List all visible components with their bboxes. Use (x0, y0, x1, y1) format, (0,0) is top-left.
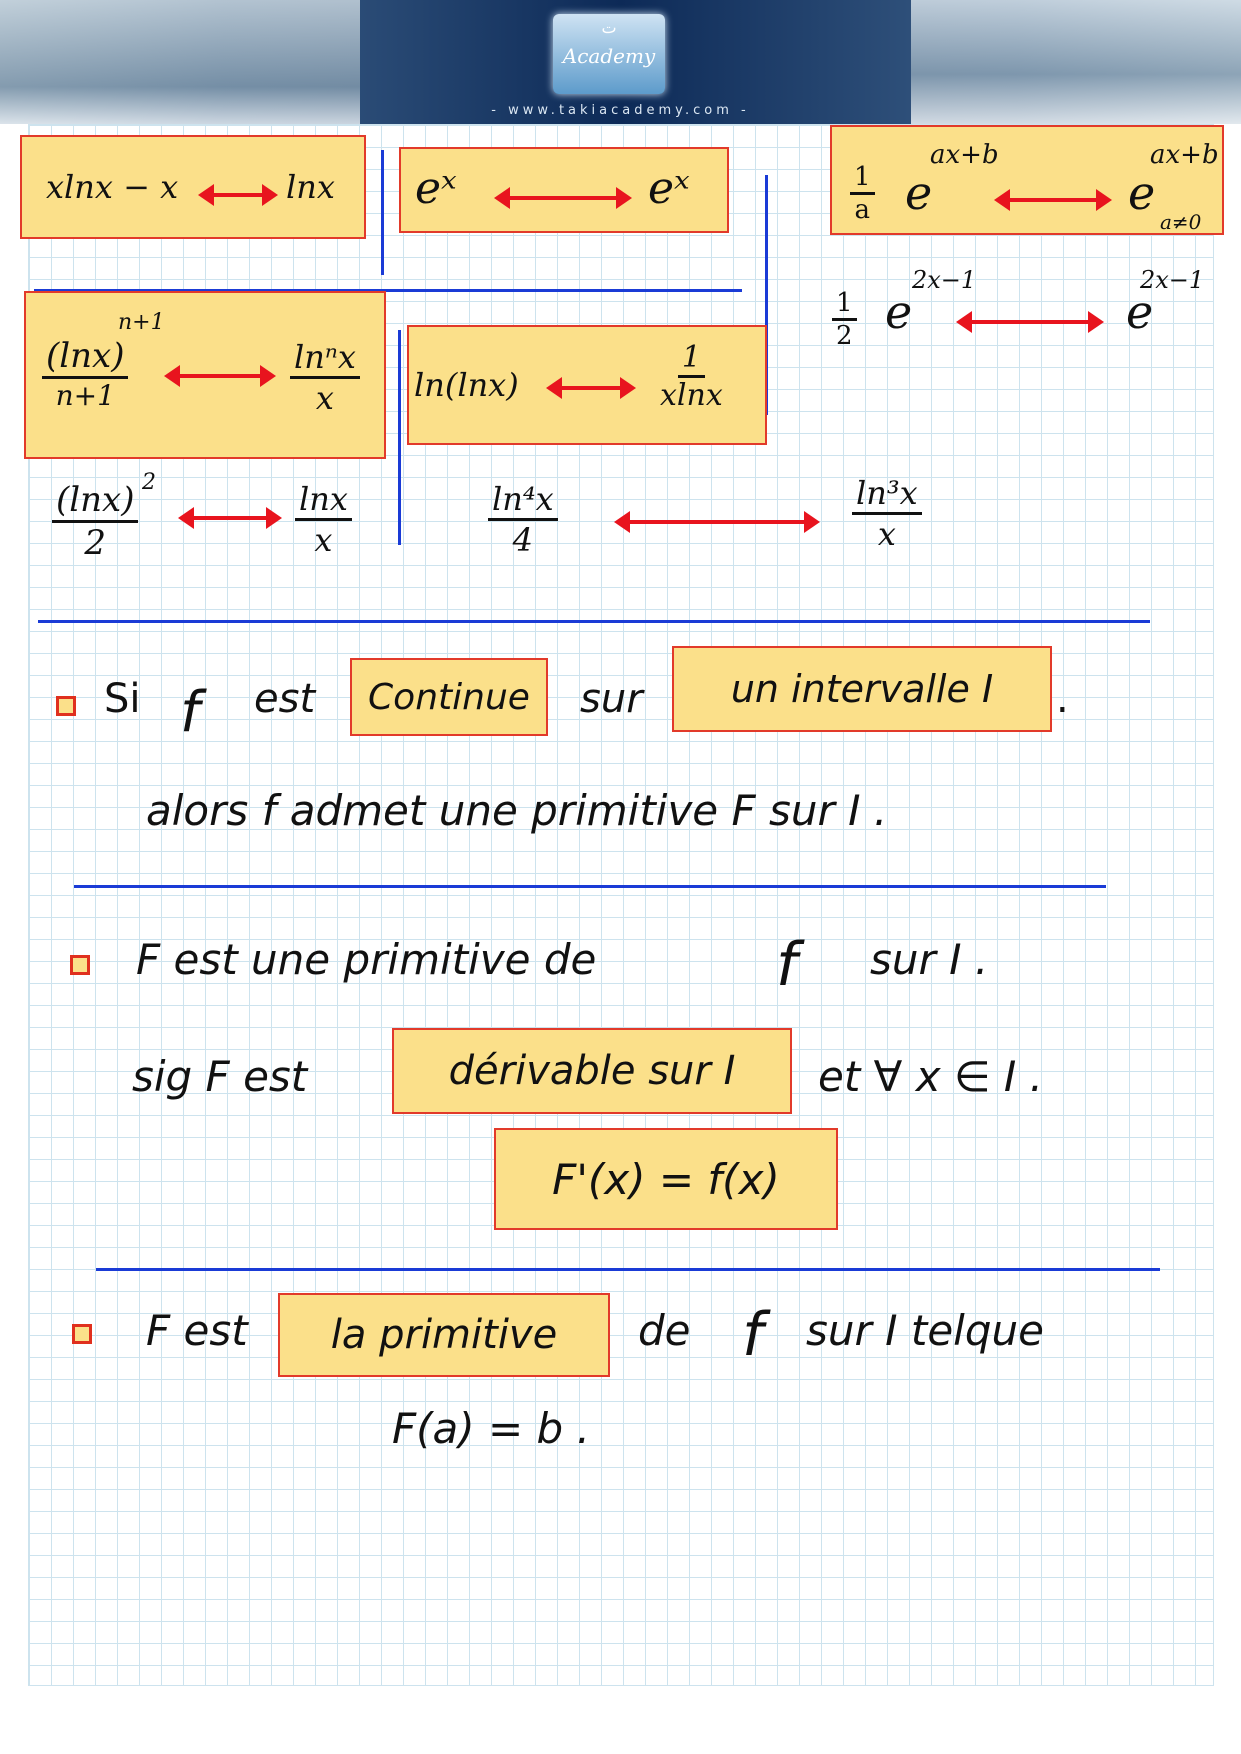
formula-lnln-left: ln(lnx) (414, 366, 519, 404)
double-arrow (546, 377, 636, 399)
s2-line2a: sig F est (132, 1052, 308, 1101)
formula-box-xlnx (20, 135, 366, 239)
formula-eaxb-left-base: e (905, 166, 933, 220)
formula-e2x-right-exp: 2x−1 (1140, 266, 1205, 294)
formula-e2x-left-base: e (885, 285, 913, 339)
header-banner: ت Academy - www.takiacademy.com - (0, 0, 1241, 124)
formula-xlnx-left: xlnx − x (46, 168, 179, 206)
logo-arabic-text: ت (601, 18, 617, 37)
formula-lnpow-exp: n+1 (118, 310, 165, 335)
formula-lnsq-exp: 2 (142, 470, 156, 495)
s3-line1a: F est (146, 1306, 248, 1355)
formula-xlnx-right: lnx (286, 168, 335, 206)
s1-si: Si (104, 676, 141, 722)
bullet-square (70, 955, 90, 975)
double-arrow (614, 511, 820, 533)
students-photo-left (0, 0, 360, 124)
formula-eaxb-right-exp: ax+b (1150, 140, 1219, 170)
box-continue: Continue (350, 658, 548, 736)
students-photo-right (911, 0, 1241, 124)
formula-box-lnln (407, 325, 767, 445)
site-url: - www.takiacademy.com - (491, 103, 750, 118)
s2-line1-end: sur I . (870, 935, 989, 984)
box-la-primitive: la primitive (278, 1293, 610, 1377)
s1-f: f (180, 680, 200, 745)
formula-lnsq-left: (lnx)2 (52, 480, 139, 563)
formula-eaxb-right-base: e (1128, 166, 1156, 220)
s3-line1c: sur I telque (806, 1306, 1044, 1355)
s2-f: f (776, 930, 798, 1000)
divider-vertical (381, 150, 384, 275)
s3-de: de (638, 1306, 691, 1355)
formula-eaxb-left-exp: ax+b (930, 140, 999, 170)
logo-text: Academy (562, 44, 656, 68)
s1-est: est (254, 676, 316, 722)
s3-f: f (742, 1300, 764, 1370)
box-derivable: dérivable sur I (392, 1028, 792, 1114)
formula-lnpow-left: (lnx)n+1 (42, 336, 129, 412)
double-arrow (494, 187, 632, 209)
s1-line2: alors f admet une primitive F sur I . (146, 786, 888, 835)
double-arrow (198, 184, 278, 206)
s1-dot: . (1056, 676, 1069, 722)
s2-line1: F est une primitive de (136, 935, 597, 984)
divider-vertical (398, 330, 401, 545)
divider-horizontal (34, 289, 742, 292)
divider-vertical (765, 175, 768, 415)
divider-horizontal (38, 620, 1150, 623)
formula-exp-right: eˣ (648, 163, 690, 214)
academy-logo (553, 14, 665, 94)
formula-exp-left: eˣ (415, 163, 457, 214)
s1-sur: sur (580, 676, 643, 722)
box-derivative-formula: F'(x) = f(x) (494, 1128, 838, 1230)
divider-horizontal (96, 1268, 1160, 1271)
double-arrow (956, 311, 1104, 333)
bullet-square (72, 1324, 92, 1344)
bullet-square (56, 696, 76, 716)
formula-e2x-left-exp: 2x−1 (912, 266, 977, 294)
divider-horizontal (74, 885, 1106, 888)
double-arrow (994, 189, 1112, 211)
formula-box-eaxb (830, 125, 1224, 235)
double-arrow (164, 365, 276, 387)
s2-line2b: et ∀ x ∈ I . (818, 1052, 1043, 1101)
formula-e2x-right-base: e (1126, 285, 1154, 339)
formula-eaxb-condition: a≠0 (1160, 210, 1202, 234)
box-interval: un intervalle I (672, 646, 1052, 732)
double-arrow (178, 507, 282, 529)
s3-line2: F(a) = b . (392, 1404, 590, 1453)
formula-box-exp (399, 147, 729, 233)
